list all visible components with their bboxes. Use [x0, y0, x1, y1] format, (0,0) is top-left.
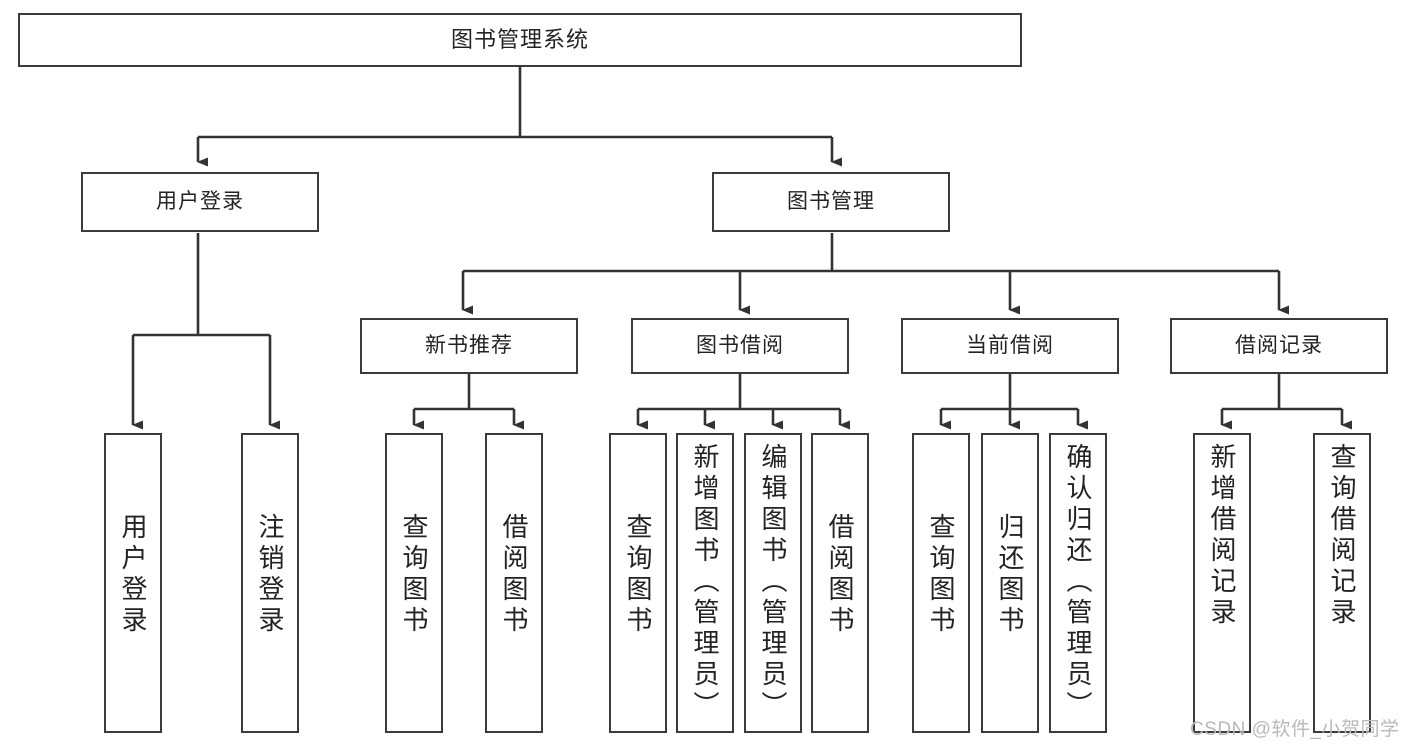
- node-label: 归还图书: [995, 513, 1025, 637]
- node-label: 借阅记录: [1235, 333, 1323, 357]
- leaf-query-books-current[interactable]: 查询图书: [912, 433, 970, 733]
- node-label: 新书推荐: [425, 333, 513, 357]
- node-label: 查询借阅记录: [1327, 443, 1357, 629]
- leaf-add-book-admin[interactable]: 新增图书（管理员）: [676, 433, 734, 733]
- node-label: 注销登录: [255, 513, 285, 637]
- node-current-borrowing[interactable]: 当前借阅: [901, 318, 1119, 374]
- node-label: 图书管理系统: [450, 27, 589, 53]
- node-label: 图书借阅: [696, 333, 784, 357]
- leaf-borrow-books-new[interactable]: 借阅图书: [485, 433, 543, 733]
- leaf-return-books[interactable]: 归还图书: [981, 433, 1039, 733]
- leaf-user-login[interactable]: 用户登录: [104, 433, 162, 733]
- node-user-login[interactable]: 用户登录: [81, 172, 319, 232]
- leaf-logout[interactable]: 注销登录: [241, 433, 299, 733]
- node-borrowing-records[interactable]: 借阅记录: [1170, 318, 1388, 374]
- node-label: 查询图书: [623, 513, 653, 637]
- node-label: 新增图书（管理员）: [690, 443, 720, 722]
- node-label: 借阅图书: [499, 513, 529, 637]
- node-label: 新增借阅记录: [1207, 443, 1237, 629]
- leaf-borrow-books[interactable]: 借阅图书: [811, 433, 869, 733]
- node-book-borrowing[interactable]: 图书借阅: [631, 318, 849, 374]
- watermark: CSDN @软件_小贺同学: [1190, 719, 1400, 740]
- node-label: 借阅图书: [825, 513, 855, 637]
- leaf-confirm-return-admin[interactable]: 确认归还（管理员）: [1049, 433, 1107, 733]
- leaf-add-borrow-record[interactable]: 新增借阅记录: [1193, 433, 1251, 733]
- leaf-query-books-new[interactable]: 查询图书: [385, 433, 443, 733]
- node-label: 查询图书: [926, 513, 956, 637]
- node-label: 用户登录: [156, 189, 244, 213]
- node-label: 确认归还（管理员）: [1063, 443, 1093, 722]
- node-book-management[interactable]: 图书管理: [712, 172, 950, 232]
- node-label: 当前借阅: [966, 333, 1054, 357]
- node-new-book-recommendation[interactable]: 新书推荐: [360, 318, 578, 374]
- leaf-query-books-borrow[interactable]: 查询图书: [609, 433, 667, 733]
- node-label: 图书管理: [787, 189, 875, 213]
- leaf-edit-book-admin[interactable]: 编辑图书（管理员）: [744, 433, 802, 733]
- node-root-book-management-system[interactable]: 图书管理系统: [18, 13, 1022, 67]
- leaf-query-borrow-record[interactable]: 查询借阅记录: [1313, 433, 1371, 733]
- node-label: 编辑图书（管理员）: [758, 443, 788, 722]
- node-label: 查询图书: [399, 513, 429, 637]
- node-label: 用户登录: [118, 513, 148, 637]
